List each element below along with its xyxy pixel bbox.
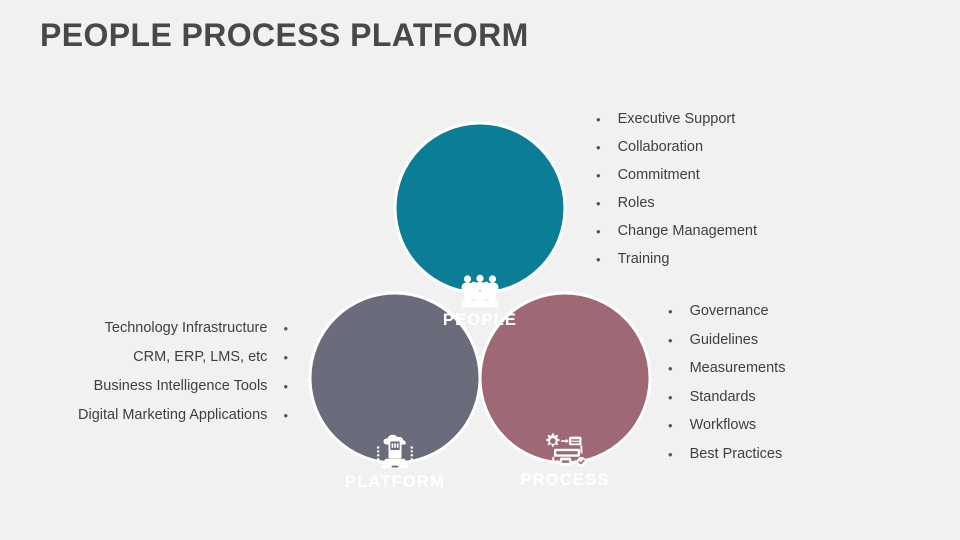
list-item-label: Workflows [689,417,757,433]
process-circle[interactable] [480,293,650,463]
list-item: • Executive Support [596,110,856,129]
list-item-label: Best Practices [689,445,783,462]
list-item-label: Business Intelligence Tools [93,378,268,394]
bullet-marker: • [668,304,673,319]
list-item-label: Technology Infrastructure [104,320,268,336]
bullet-marker: • [283,321,288,336]
process-bullet-list: • Governance • Guidelines • Measurements… [668,302,928,473]
list-item: Digital Marketing Applications • [40,406,288,425]
bullet-marker: • [283,379,288,394]
list-item: • Measurements [668,359,928,378]
bullet-marker: • [596,196,601,211]
list-item-label: Standards [689,388,756,405]
bullet-marker: • [668,446,673,462]
list-item: • Standards [668,388,928,407]
list-item: • Training [596,250,856,269]
list-item-label: Commitment [617,167,700,183]
bullet-marker: • [283,408,288,423]
list-item-label: Governance [689,303,769,319]
list-item: • Collaboration [596,138,856,157]
list-item-label: Guidelines [689,331,759,348]
list-item: • Roles [596,194,856,213]
bullet-marker: • [596,168,601,183]
people-circle[interactable] [395,123,565,293]
list-item-label: Digital Marketing Applications [78,407,268,423]
bullet-marker: • [283,350,288,365]
platform-circle[interactable] [310,293,480,463]
bullet-marker: • [596,112,601,127]
list-item: • Change Management [596,222,856,241]
list-item: • Governance [668,302,928,321]
list-item: • Commitment [596,166,856,185]
list-item-label: CRM, ERP, LMS, etc [133,349,268,365]
list-item: • Workflows [668,416,928,435]
list-item: • Guidelines [668,331,928,350]
platform-bullet-list: Technology Infrastructure • CRM, ERP, LM… [40,319,288,435]
bullet-marker: • [668,389,673,405]
venn-circles-svg [308,121,652,465]
bullet-marker: • [668,361,673,376]
list-item: Business Intelligence Tools • [40,377,288,396]
list-item: Technology Infrastructure • [40,319,288,338]
people-bullet-list: • Executive Support • Collaboration • Co… [596,110,856,278]
bullet-marker: • [596,252,601,267]
bullet-marker: • [668,418,673,433]
venn-diagram: PEOPLE [300,110,662,491]
list-item-label: Training [617,251,670,267]
bullet-marker: • [596,140,601,155]
list-item: • Best Practices [668,445,928,464]
list-item-label: Collaboration [617,139,704,155]
list-item-label: Roles [617,195,655,211]
list-item: CRM, ERP, LMS, etc • [40,348,288,367]
list-item-label: Change Management [617,223,758,239]
list-item-label: Executive Support [617,111,736,127]
bullet-marker: • [596,224,601,239]
bullet-marker: • [668,332,673,348]
page-title: PEOPLE PROCESS PLATFORM [40,17,529,53]
platform-circle-label: PLATFORM [344,473,446,491]
list-item-label: Measurements [689,360,786,376]
